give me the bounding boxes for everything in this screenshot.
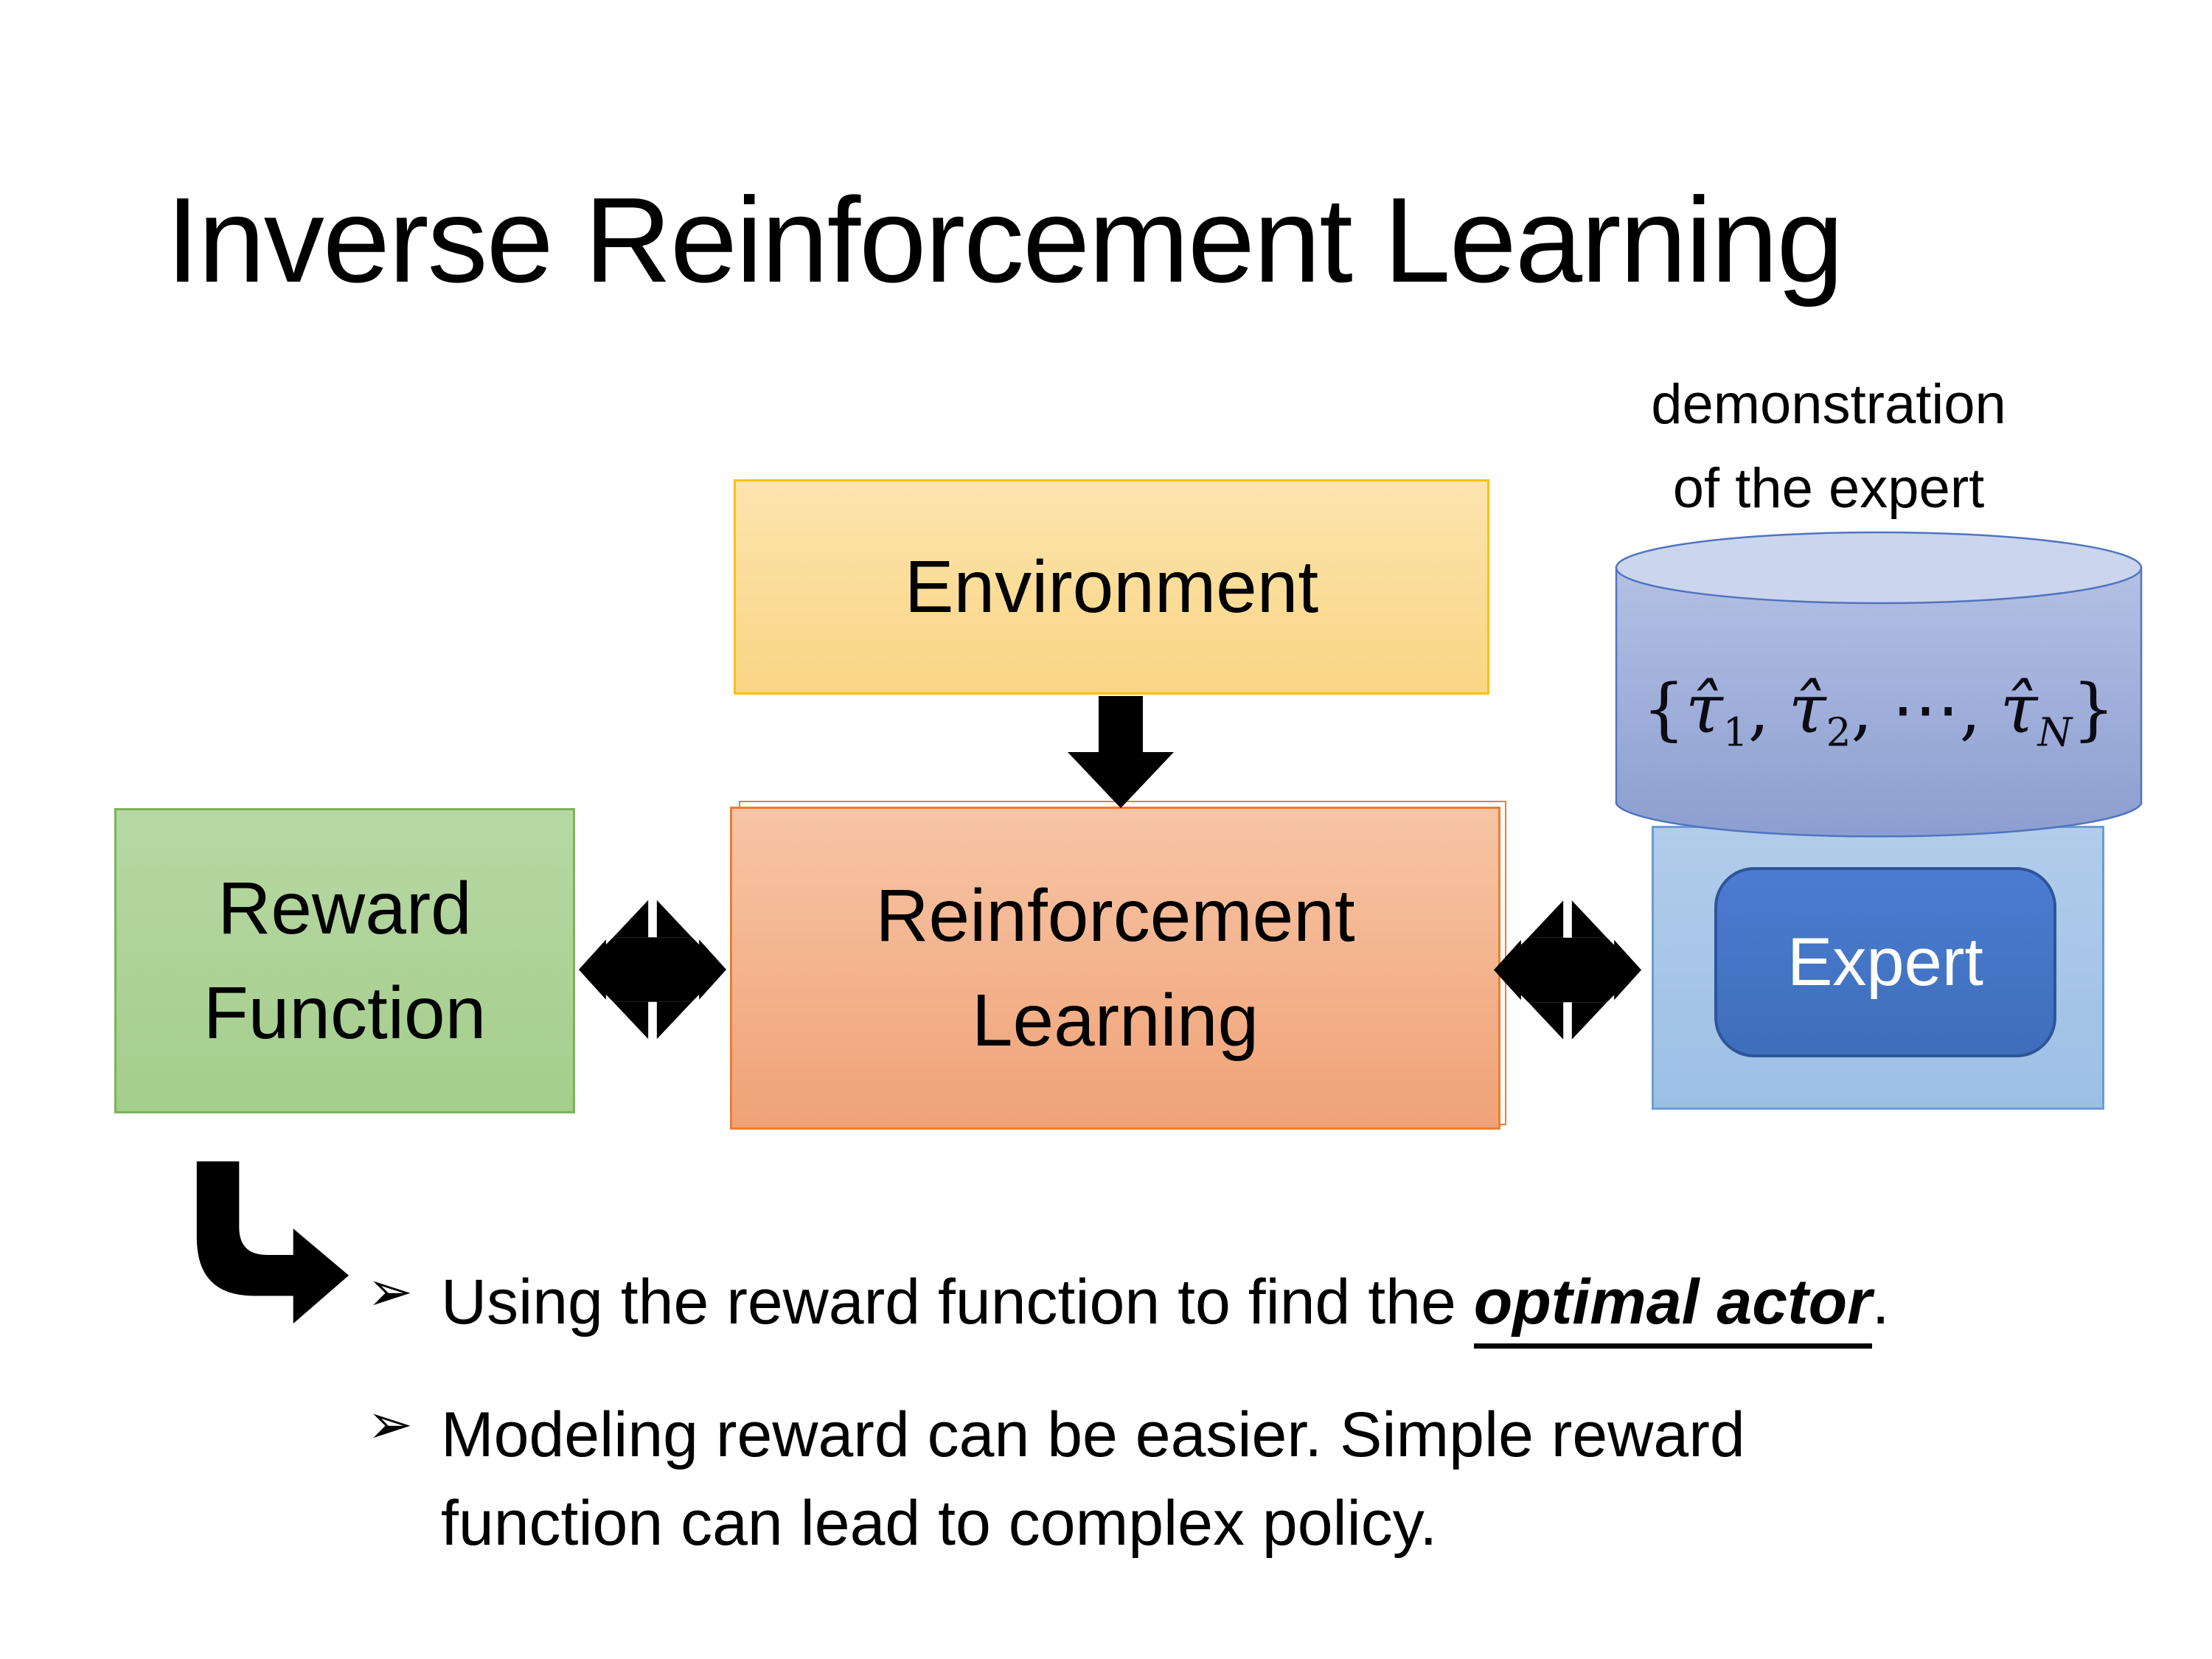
trajectory-set-formula: {τ̂1,τ̂2,⋯,τ̂N} — [1615, 669, 2143, 752]
formula-close-brace: } — [2072, 669, 2115, 748]
expert-box: Expert — [1714, 867, 2056, 1057]
bullet-1-text: Using the reward function to find the op… — [441, 1258, 1890, 1349]
environment-label: Environment — [904, 545, 1319, 628]
database-cylinder-icon — [1615, 531, 2143, 838]
reward-function-box: Reward Function — [114, 808, 575, 1113]
bullet-1-suffix: . — [1871, 1267, 1890, 1338]
reinforcement-learning-box: Reinforcement Learning — [730, 807, 1500, 1130]
quad-arrow-right-icon — [1493, 900, 1642, 1040]
formula-tau1: τ̂ — [1685, 669, 1723, 748]
quad-arrow-left-icon — [578, 900, 727, 1040]
formula-subN: N — [2037, 709, 2073, 756]
bullet-marker-icon: ➢ — [367, 1394, 414, 1455]
reward-label-line1: Reward — [218, 867, 472, 950]
reward-label-line2: Function — [203, 972, 487, 1054]
demonstration-label-line1: demonstration — [1651, 373, 2006, 436]
bullet-item-1: ➢ Using the reward function to find the … — [367, 1258, 2100, 1349]
bullet-2-text: Modeling reward can be easier. Simple re… — [441, 1391, 1745, 1568]
formula-open-brace: { — [1642, 669, 1686, 748]
rl-label-line2: Learning — [971, 979, 1259, 1062]
bullet-2-line2: function can lead to complex policy. — [441, 1488, 1438, 1559]
reinforcement-learning-label: Reinforcement Learning — [875, 863, 1354, 1073]
down-arrow-icon — [1068, 696, 1174, 808]
formula-dots: ⋯ — [1891, 669, 1960, 748]
bullet-1-prefix: Using the reward function to find the — [441, 1267, 1474, 1338]
expert-label: Expert — [1787, 924, 1983, 1000]
demonstration-label: demonstration of the expert — [1571, 363, 2087, 531]
formula-sub1: 1 — [1722, 709, 1748, 756]
elbow-arrow-icon — [196, 1161, 349, 1324]
slide-title: Inverse Reinforcement Learning — [166, 173, 1844, 307]
rl-label-line1: Reinforcement — [875, 874, 1355, 957]
formula-tauN: τ̂ — [2000, 669, 2038, 748]
formula-comma1: , — [1747, 669, 1770, 748]
bullet-marker-icon: ➢ — [367, 1261, 414, 1322]
formula-tau2: τ̂ — [1788, 669, 1826, 748]
bullet-item-2: ➢ Modeling reward can be easier. Simple … — [367, 1391, 1916, 1568]
reward-function-label: Reward Function — [204, 856, 487, 1065]
environment-box: Environment — [734, 479, 1489, 695]
formula-comma3: , — [1959, 669, 1981, 748]
bullet-1-emphasis: optimal actor — [1473, 1267, 1872, 1349]
formula-sub2: 2 — [1826, 709, 1851, 756]
formula-comma2: , — [1851, 669, 1873, 748]
bullet-2-line1: Modeling reward can be easier. Simple re… — [441, 1399, 1745, 1470]
demonstration-label-line2: of the expert — [1672, 457, 1985, 520]
